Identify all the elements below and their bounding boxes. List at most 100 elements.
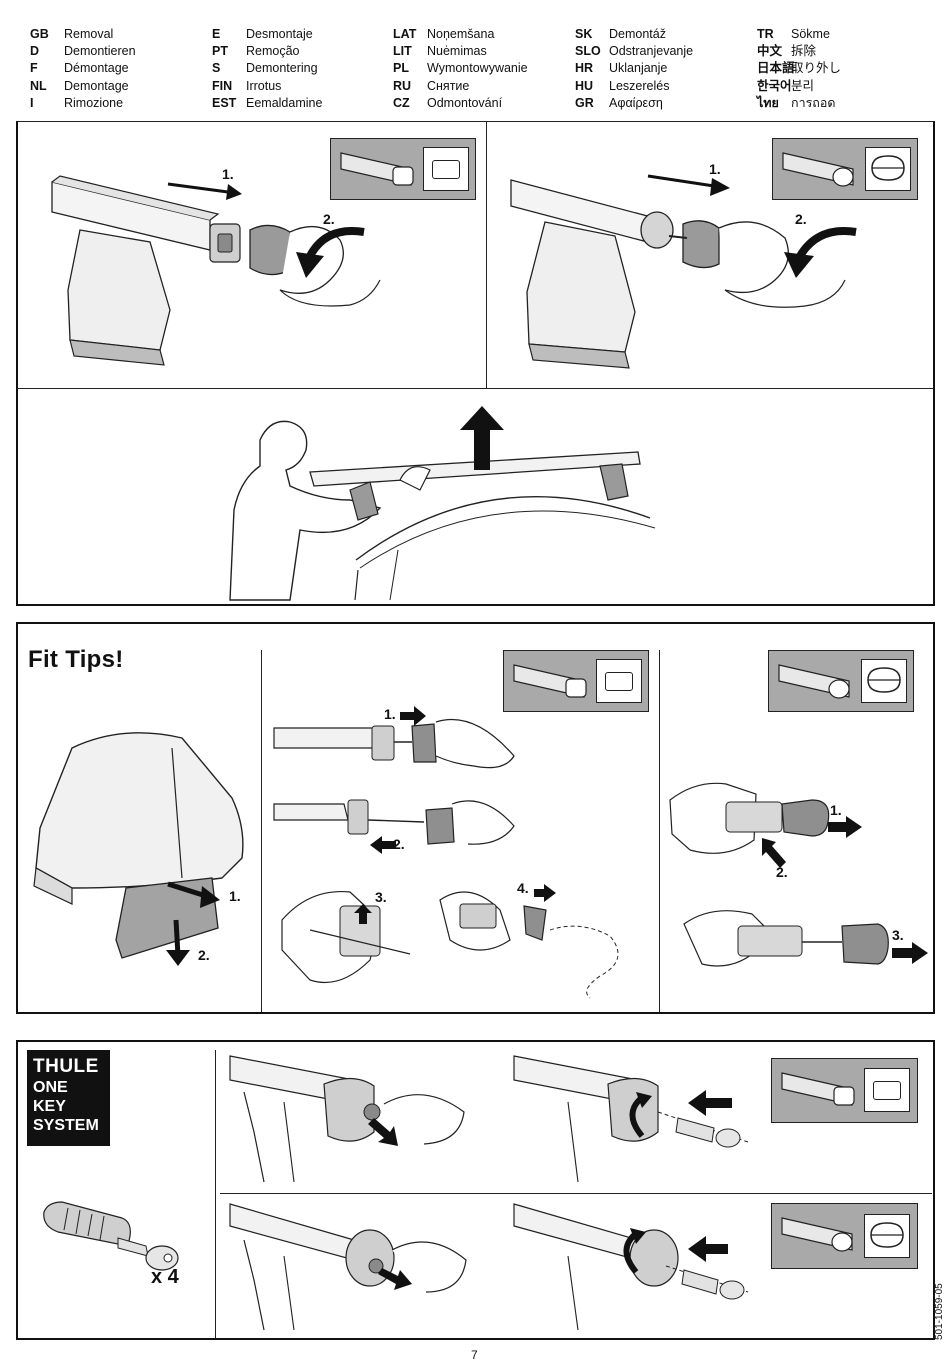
arrow-up-icon — [460, 406, 504, 470]
language-label: การถอด — [791, 95, 836, 110]
language-row: PL Wymontowywanie — [393, 60, 528, 77]
language-label: Снятие — [427, 78, 470, 93]
arrow-left-icon — [370, 836, 396, 854]
fit-square-step-3: 3. — [375, 889, 387, 905]
language-code: TR — [757, 27, 774, 41]
removal-right-step-1: 1. — [709, 161, 721, 177]
square-profile-icon — [423, 147, 469, 191]
language-label: Leszerelés — [609, 78, 670, 93]
square-bar-profile-box — [503, 650, 649, 712]
logo-line-system: SYSTEM — [33, 1117, 99, 1134]
square-bar-icon — [340, 152, 414, 186]
fit-foot-step-1: 1. — [229, 888, 241, 904]
lock-remove-wing-illustration — [229, 1203, 467, 1331]
arrow-right-icon — [400, 706, 426, 726]
wing-profile-icon — [864, 1214, 910, 1258]
one-key-panel — [16, 1040, 935, 1340]
language-label: Rimozione — [64, 95, 124, 110]
square-bar-icon — [781, 1072, 855, 1106]
arrow-up-icon — [354, 904, 372, 924]
wing-slide-illustration — [683, 910, 889, 967]
arrow-right-icon — [167, 182, 242, 200]
language-label: 분리 — [791, 78, 815, 93]
rotate-arrow-icon — [296, 227, 365, 278]
language-code: I — [30, 95, 34, 110]
fit-square-step-2: 2. — [393, 836, 405, 852]
rotate-arrow-icon — [623, 1228, 646, 1274]
language-code: EST — [212, 95, 237, 110]
language-label: Desmontaje — [246, 27, 313, 41]
language-label: Eemaldamine — [246, 95, 323, 110]
language-code: LIT — [393, 44, 412, 59]
lock-insert-wing-illustration — [513, 1203, 749, 1331]
language-row: I Rimozione — [30, 95, 136, 112]
language-label: Demontage — [64, 78, 129, 93]
language-code: FIN — [212, 78, 233, 93]
square-adjust-illustration — [281, 890, 619, 999]
thule-one-key-logo: THULE ONE KEY SYSTEM — [27, 1050, 110, 1146]
removal-divider-horizontal — [17, 388, 933, 389]
language-label: Wymontowywanie — [427, 61, 528, 76]
language-label: Noņemšana — [427, 27, 495, 41]
removal-left-illustration — [51, 175, 381, 366]
fit-tips-divider-2 — [659, 650, 660, 1012]
language-label: Odmontování — [427, 95, 503, 110]
arrow-left-icon — [688, 1236, 728, 1262]
language-row: ไทย การถอด — [757, 95, 841, 112]
wing-bar-profile-box — [771, 1203, 918, 1269]
language-code: GR — [575, 95, 594, 110]
language-row: CZ Odmontování — [393, 95, 528, 112]
fit-tips-title: Fit Tips! — [28, 646, 124, 673]
language-code: GB — [30, 27, 49, 41]
square-bar-profile-box — [330, 138, 476, 200]
arrow-right-icon — [534, 884, 556, 902]
fit-square-step-4: 4. — [517, 880, 529, 896]
language-code: SLO — [575, 44, 601, 59]
removal-right-step-2: 2. — [795, 211, 807, 227]
language-code: S — [212, 61, 221, 76]
wing-bar-icon — [782, 152, 854, 187]
language-code: 한국어 — [757, 78, 792, 93]
document-code: 501-1059-05 — [934, 1283, 945, 1340]
language-label: Remoção — [246, 44, 300, 59]
arrow-right-icon — [828, 816, 862, 838]
language-code: PL — [393, 61, 409, 76]
arrow-down-right-icon — [378, 1268, 412, 1290]
lift-bar-illustration — [229, 420, 656, 601]
removal-left-step-2: 2. — [323, 211, 335, 227]
fit-tips-divider-1 — [261, 650, 262, 1012]
language-label: Removal — [64, 27, 114, 41]
language-code: ไทย — [757, 95, 779, 110]
foot-pad-illustration — [33, 732, 244, 959]
square-profile-icon — [596, 659, 642, 703]
language-code: LAT — [393, 27, 417, 41]
square-bar-profile-box — [771, 1058, 918, 1123]
arrow-right-down-icon — [166, 881, 220, 966]
language-code: CZ — [393, 95, 410, 110]
one-key-divider-horizontal — [220, 1193, 932, 1194]
fit-wing-step-2: 2. — [776, 864, 788, 880]
language-code: SK — [575, 27, 593, 41]
wing-bar-icon — [781, 1217, 853, 1252]
language-label: 取り外し — [791, 61, 842, 76]
lock-remove-square-illustration — [229, 1055, 465, 1183]
language-code: D — [30, 44, 40, 59]
wing-profile-icon — [861, 659, 907, 703]
page-number: 7 — [471, 1348, 478, 1362]
language-code: F — [30, 61, 38, 76]
